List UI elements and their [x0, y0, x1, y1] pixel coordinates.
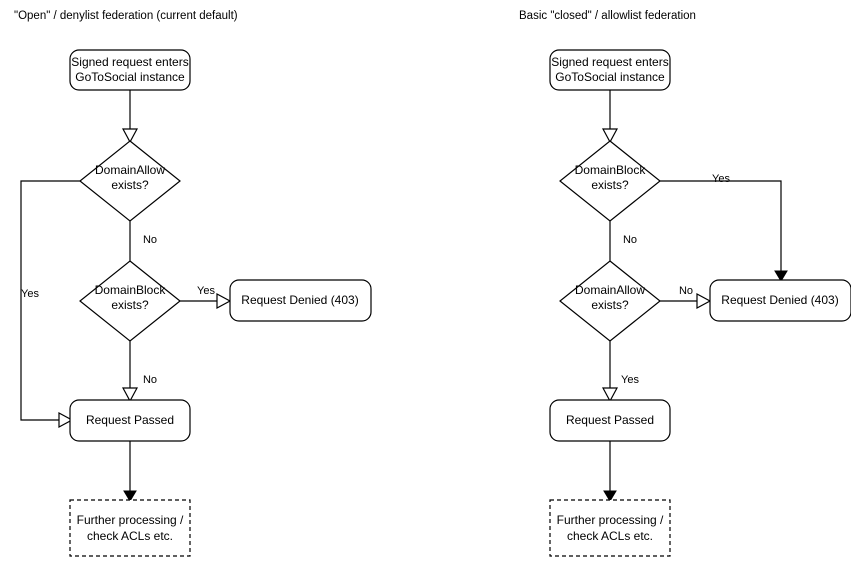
decision2-label-line1: DomainBlock [95, 283, 167, 297]
diagram-title-closed-allowlist: Basic "closed" / allowlist federation [519, 10, 696, 22]
arrowhead-open [601, 128, 619, 144]
denied-label: Request Denied (403) [721, 293, 838, 307]
start-label-line1: Signed request enters [551, 55, 668, 69]
arrowhead-filled [603, 490, 617, 502]
node-denied-left: Request Denied (403) [229, 279, 372, 322]
arrowhead-open [58, 411, 74, 429]
decision2-label-line2: exists? [111, 298, 149, 312]
arrowhead-open [121, 128, 139, 144]
edge-line [660, 180, 782, 272]
node-denied-right: Request Denied (403) [709, 279, 851, 322]
edge-label-decision1-no: No [623, 234, 637, 246]
arrowhead-open [601, 387, 619, 403]
decision1-label-line2: exists? [591, 178, 629, 192]
edge-passed-to-further-left [123, 441, 137, 502]
node-start-left: Signed request enters GoToSocial instanc… [69, 49, 191, 91]
passed-label: Request Passed [566, 413, 654, 427]
further-label-line1: Further processing / [77, 513, 184, 527]
arrowhead-open [121, 387, 139, 403]
arrowhead-filled [774, 270, 788, 282]
further-box [69, 499, 191, 557]
edge-decision2-yes-right: Yes [601, 341, 639, 403]
passed-label: Request Passed [86, 413, 174, 427]
decision1-label-line1: DomainBlock [575, 163, 647, 177]
edge-start-to-decision1-right [601, 90, 619, 144]
edge-label-decision2-no: No [679, 285, 693, 297]
node-passed-right: Request Passed [549, 399, 671, 442]
arrowhead-open [696, 292, 712, 310]
edge-decision2-no-left: No [121, 341, 157, 403]
decision2-label-line1: DomainAllow [575, 283, 645, 297]
decision2-label-line2: exists? [591, 298, 629, 312]
edge-decision1-yes-left: Yes [20, 180, 80, 429]
decision1-label-line2: exists? [111, 178, 149, 192]
edge-label-decision1-yes: Yes [712, 173, 730, 185]
further-label-line2: check ACLs etc. [87, 529, 173, 543]
diagram-closed-allowlist: Basic "closed" / allowlist federation Si… [519, 10, 851, 557]
edge-label-decision2-yes: Yes [197, 285, 215, 297]
edge-line [20, 180, 80, 421]
node-further-right: Further processing / check ACLs etc. [549, 499, 671, 557]
further-box [549, 499, 671, 557]
denied-box [709, 279, 851, 322]
diagram-open-denylist: "Open" / denylist federation (current de… [14, 10, 372, 557]
node-start-right: Signed request enters GoToSocial instanc… [549, 49, 671, 91]
node-decision2-right: DomainAllow exists? [559, 260, 661, 342]
edge-label-decision2-no: No [143, 374, 157, 386]
further-label-line1: Further processing / [557, 513, 664, 527]
node-passed-left: Request Passed [69, 399, 191, 442]
start-label-line1: Signed request enters [71, 55, 188, 69]
edge-decision2-yes-left: Yes [180, 285, 232, 310]
start-label-line2: GoToSocial instance [555, 70, 665, 84]
edge-label-decision1-yes: Yes [21, 288, 39, 300]
start-label-line2: GoToSocial instance [75, 70, 185, 84]
edge-passed-to-further-right [603, 441, 617, 502]
edge-decision1-yes-right: Yes [660, 173, 788, 282]
decision1-label-line1: DomainAllow [95, 163, 165, 177]
diagram-title-open-denylist: "Open" / denylist federation (current de… [14, 10, 238, 22]
arrowhead-filled [123, 490, 137, 502]
edge-decision2-no-right: No [660, 285, 712, 310]
edge-label-decision2-yes: Yes [621, 374, 639, 386]
further-label-line2: check ACLs etc. [567, 529, 653, 543]
denied-label: Request Denied (403) [241, 293, 358, 307]
edge-label-decision1-no: No [143, 234, 157, 246]
node-decision1-right: DomainBlock exists? [559, 140, 661, 222]
node-decision2-left: DomainBlock exists? [79, 260, 181, 342]
edge-start-to-decision1-left [121, 90, 139, 144]
arrowhead-open [216, 292, 232, 310]
node-further-left: Further processing / check ACLs etc. [69, 499, 191, 557]
denied-box [229, 279, 372, 322]
node-decision1-left: DomainAllow exists? [79, 140, 181, 222]
